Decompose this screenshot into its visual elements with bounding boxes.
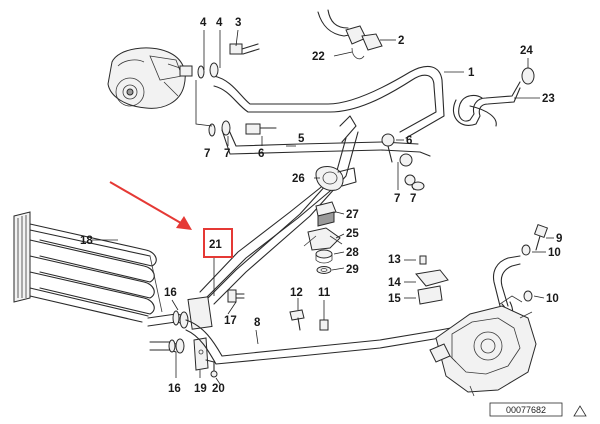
warning-triangle-icon [573, 405, 587, 417]
callout-19[interactable]: 19 [194, 383, 207, 395]
gear-feed-line-drawing [492, 223, 549, 307]
callout-6a[interactable]: 6 [258, 148, 264, 160]
reference-box: 00077682 [489, 402, 587, 417]
hose-23-drawing [452, 67, 535, 127]
callout-21[interactable]: 21 [209, 239, 222, 251]
callout-4a[interactable]: 4 [200, 17, 207, 29]
callout-5[interactable]: 5 [298, 133, 305, 145]
callout-10b[interactable]: 10 [546, 293, 559, 305]
callout-13[interactable]: 13 [388, 254, 401, 266]
oil-cooler-18-drawing [13, 211, 163, 323]
pressure-hose-1-drawing [213, 9, 445, 139]
callout-2[interactable]: 2 [398, 35, 404, 47]
callout-28[interactable]: 28 [346, 247, 359, 259]
leader-lines [92, 29, 554, 385]
callout-18[interactable]: 18 [80, 235, 93, 247]
small-hardware-drawing [289, 255, 449, 331]
highlight-arrowhead [176, 216, 192, 230]
reference-number: 00077682 [506, 405, 546, 415]
steering-pump-drawing [107, 47, 193, 109]
callout-20[interactable]: 20 [212, 383, 225, 395]
cooler-lines-drawing [199, 115, 359, 305]
callout-29[interactable]: 29 [346, 264, 359, 276]
callout-16a[interactable]: 16 [164, 287, 177, 299]
callout-23[interactable]: 23 [542, 93, 555, 105]
callout-3[interactable]: 3 [235, 17, 241, 29]
callout-1[interactable]: 1 [468, 67, 475, 79]
callout-17[interactable]: 17 [224, 315, 237, 327]
callouts: 4 4 3 2 22 1 24 23 7 7 6 5 6 26 7 7 18 2… [80, 17, 562, 395]
callout-11[interactable]: 11 [318, 287, 331, 299]
callout-26[interactable]: 26 [292, 173, 305, 185]
return-hose-5-drawing [208, 120, 431, 191]
cooler-fittings-drawing [147, 289, 245, 378]
callout-25[interactable]: 25 [346, 228, 359, 240]
callout-4b[interactable]: 4 [216, 17, 223, 29]
callout-7b[interactable]: 7 [224, 148, 230, 160]
callout-22[interactable]: 22 [312, 51, 325, 63]
callout-24[interactable]: 24 [520, 45, 533, 57]
clamp-26-drawing [315, 166, 357, 191]
bracket-stack-drawing [303, 201, 343, 274]
pump-fittings-drawing [197, 43, 260, 79]
callout-9[interactable]: 9 [556, 233, 562, 245]
callout-8[interactable]: 8 [254, 317, 261, 329]
callout-16b[interactable]: 16 [168, 383, 181, 395]
callout-7d[interactable]: 7 [410, 193, 416, 205]
callout-7a[interactable]: 7 [204, 148, 210, 160]
callout-10a[interactable]: 10 [548, 247, 561, 259]
callout-6b[interactable]: 6 [406, 135, 412, 147]
highlight-overlay [109, 181, 233, 258]
callout-27[interactable]: 27 [346, 209, 359, 221]
highlight-box-21 [203, 228, 233, 258]
callout-12[interactable]: 12 [290, 287, 303, 299]
steering-gear-drawing [429, 295, 537, 397]
callout-14[interactable]: 14 [388, 277, 401, 289]
highlight-arrow [109, 181, 187, 227]
callout-7c[interactable]: 7 [394, 193, 400, 205]
callout-15[interactable]: 15 [388, 293, 401, 305]
